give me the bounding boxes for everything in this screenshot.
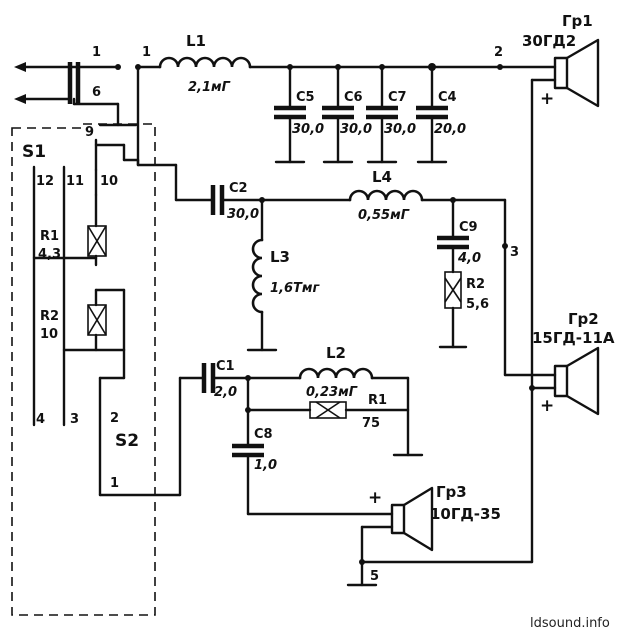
l2-label: L2 bbox=[326, 344, 346, 362]
c7-value: 30,0 bbox=[384, 122, 416, 137]
c9-value: 4,0 bbox=[457, 251, 481, 266]
s1-contact-9: 9 bbox=[85, 125, 94, 140]
s2-pin-1: 1 bbox=[110, 476, 119, 491]
watermark: ldsound.info bbox=[530, 616, 610, 631]
c4-value: 20,0 bbox=[434, 122, 466, 137]
inductor-l1 bbox=[158, 56, 252, 69]
r2-label: R2 bbox=[466, 277, 485, 292]
s1-contact-11: 11 bbox=[66, 174, 84, 189]
r2-s1-value: 10 bbox=[40, 327, 58, 342]
c5-label: C5 bbox=[296, 90, 315, 105]
gr1-model: 30ГД2 bbox=[522, 32, 576, 50]
speaker-gr2 bbox=[553, 364, 569, 398]
r2-value: 5,6 bbox=[466, 297, 489, 312]
gr3-label: Гр3 bbox=[436, 483, 467, 501]
input-terminals bbox=[14, 62, 138, 127]
gr3-plus: + bbox=[368, 488, 382, 508]
c1-label: C1 bbox=[216, 359, 235, 374]
l4-value: 0,55мГ bbox=[358, 208, 410, 223]
switch-s2-label: S2 bbox=[115, 431, 139, 451]
node-3-label: 3 bbox=[510, 245, 519, 260]
switch-s1-label: S1 bbox=[22, 142, 46, 162]
l4-label: L4 bbox=[372, 168, 392, 186]
c4-label: C4 bbox=[438, 90, 457, 105]
node-1b-label: 1 bbox=[142, 45, 151, 60]
c7-label: C7 bbox=[388, 90, 407, 105]
s1-contact-3: 3 bbox=[70, 412, 79, 427]
c8-label: C8 bbox=[254, 427, 273, 442]
c6-label: C6 bbox=[344, 90, 363, 105]
junction-dot bbox=[115, 64, 121, 70]
inductor-l2 bbox=[298, 367, 374, 380]
gr2-model: 15ГД-11А bbox=[532, 329, 615, 347]
r1-value: 75 bbox=[362, 416, 380, 431]
c1-value: 2,0 bbox=[214, 385, 237, 400]
l3-label: L3 bbox=[270, 248, 290, 266]
c6-value: 30,0 bbox=[340, 122, 372, 137]
s1-contact-4: 4 bbox=[36, 412, 45, 427]
l3-value: 1,6Тмг bbox=[270, 281, 321, 296]
l2-value: 0,23мГ bbox=[306, 385, 358, 400]
s1-contact-12: 12 bbox=[36, 174, 54, 189]
r1-label: R1 bbox=[368, 393, 387, 408]
inductor-l3 bbox=[251, 238, 264, 314]
r1-s1-label: R1 bbox=[40, 229, 59, 244]
r1-s1-value: 4,3 bbox=[38, 247, 61, 262]
gr2-plus: + bbox=[540, 396, 554, 416]
c2-value: 30,0 bbox=[227, 207, 259, 222]
node-2-label: 2 bbox=[494, 45, 503, 60]
s1-contact-10: 10 bbox=[100, 174, 118, 189]
speaker-gr3 bbox=[390, 503, 406, 535]
l1-label: L1 bbox=[186, 32, 206, 50]
gr1-label: Гр1 bbox=[562, 12, 593, 30]
gr2-label: Гр2 bbox=[568, 310, 599, 328]
node-6-label: 6 bbox=[92, 85, 101, 100]
inductor-l4 bbox=[348, 189, 424, 202]
l1-value: 2,1мГ bbox=[188, 80, 231, 95]
node-5-label: 5 bbox=[370, 569, 379, 584]
s2-pin-2: 2 bbox=[110, 411, 119, 426]
r2-s1-label: R2 bbox=[40, 309, 59, 324]
node-1-label: 1 bbox=[92, 45, 101, 60]
c9-label: C9 bbox=[459, 220, 478, 235]
speaker-gr1 bbox=[553, 56, 569, 90]
gr1-plus: + bbox=[540, 89, 554, 109]
c2-label: C2 bbox=[229, 181, 248, 196]
c5-value: 30,0 bbox=[292, 122, 324, 137]
c8-value: 1,0 bbox=[254, 458, 277, 473]
gr3-model: 10ГД-35 bbox=[430, 505, 501, 523]
switch-s1-frame bbox=[11, 123, 156, 616]
